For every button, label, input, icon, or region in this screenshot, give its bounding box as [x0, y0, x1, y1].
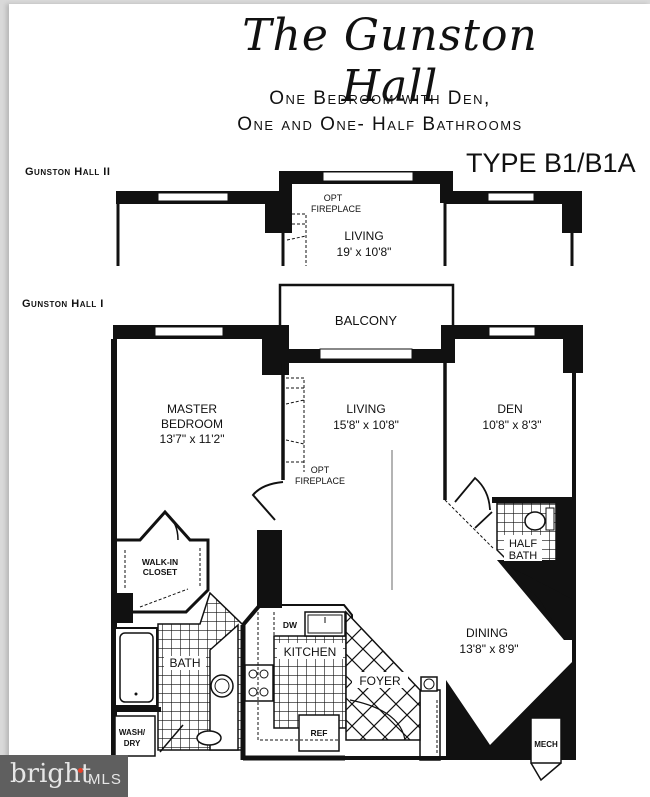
master-bedroom-dimensions: 13'7" x 11'2" [160, 432, 225, 446]
gunston-hall-1-label: Gunston Hall I [22, 298, 104, 310]
dining-dimensions: 13'8" x 8'9" [459, 642, 518, 656]
unit-type-label: TYPE B1/B1A [466, 148, 636, 178]
washer-dryer-label-1: WASH/ [119, 728, 146, 737]
gh2-fireplace-label-2: FIREPLACE [311, 204, 361, 214]
watermark-accent-dot [78, 768, 83, 773]
foyer-label: FOYER [359, 674, 401, 688]
bath-label: BATH [169, 656, 200, 670]
living-dimensions: 15'8" x 10'8" [333, 418, 399, 432]
watermark-brand: bright [10, 759, 92, 789]
master-bedroom-label-2: BEDROOM [161, 417, 223, 431]
gunston-hall-2-plan [116, 171, 582, 266]
gh2-fireplace-label-1: OPT [324, 193, 343, 203]
gunston-hall-2-label: Gunston Hall II [25, 166, 111, 178]
refrigerator-label: REF [311, 728, 328, 738]
foyer-label-bg [352, 672, 408, 688]
half-bath-label-bg [504, 535, 542, 561]
building-title: The Gunston Hall [242, 10, 538, 112]
kitchen-label-bg [277, 643, 343, 659]
gunston-hall-1-plan [111, 283, 583, 782]
den-dimensions: 10'8" x 8'3" [482, 418, 541, 432]
fireplace-label-1: OPT [311, 465, 330, 475]
unit-description-line1: One Bedroom with Den, [269, 88, 491, 109]
washer-dryer-label-2: DRY [124, 739, 141, 748]
fireplace-label-2: FIREPLACE [295, 476, 345, 486]
kitchen-label: KITCHEN [284, 645, 337, 659]
gh2-living-dimensions: 19' x 10'8" [337, 245, 392, 259]
half-bath-label-1: HALF [509, 538, 537, 550]
walk-in-closet-label-2: CLOSET [143, 567, 178, 577]
bright-mls-watermark: bright MLS [0, 755, 128, 797]
master-bedroom-label-1: MASTER [167, 402, 217, 416]
watermark-suffix: MLS [88, 771, 122, 788]
balcony-label: BALCONY [335, 313, 397, 328]
dining-label: DINING [466, 626, 508, 640]
dishwasher-label: DW [283, 620, 298, 630]
den-label: DEN [497, 402, 522, 416]
mechanical-label: MECH [534, 740, 558, 749]
bath-label-bg [164, 656, 206, 670]
gh2-living-label: LIVING [344, 229, 383, 243]
half-bath-label-2: BATH [509, 550, 538, 562]
unit-description-line2: One and One- Half Bathrooms [237, 114, 523, 135]
living-label: LIVING [346, 402, 385, 416]
walk-in-closet-label-1: WALK-IN [142, 557, 178, 567]
